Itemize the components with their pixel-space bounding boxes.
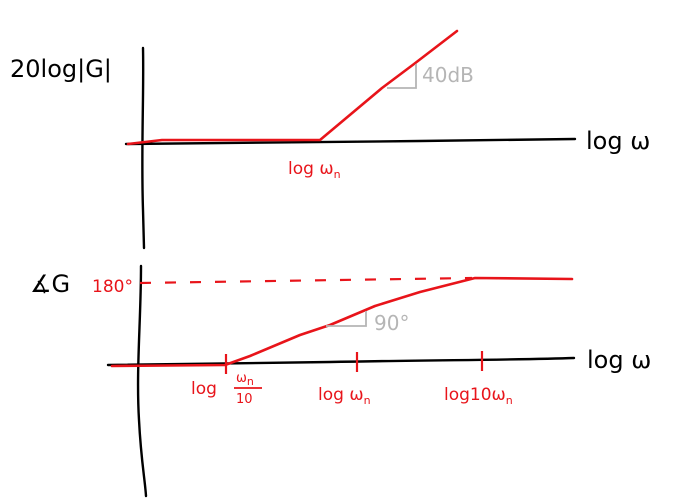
magnitude-slope-label: 40dB: [422, 63, 474, 87]
phase-slope-indicator: [326, 311, 367, 327]
phase-y-label: ∡G: [30, 270, 70, 298]
phase-tick-label-log: log: [191, 379, 217, 399]
phase-x-label: log ω: [587, 346, 651, 374]
phase-y-axis: [136, 264, 148, 498]
magnitude-curve: [126, 29, 459, 146]
magnitude-x-axis: [124, 137, 577, 146]
phase-180-asymptote: [139, 276, 473, 285]
phase-plot: ∡G log ω 180° 90° log ωn 10 log ωn log10…: [30, 264, 651, 498]
phase-tick-label-fraction-numerator: ωn: [236, 371, 254, 388]
magnitude-plot: 20log|G| log ω 40dB log ωn: [10, 29, 650, 250]
magnitude-y-label: 20log|G|: [10, 55, 112, 83]
phase-tick-label-wn: log ωn: [318, 385, 371, 407]
phase-tick-label-fraction-denominator: 10: [236, 392, 253, 407]
magnitude-slope-indicator: [387, 64, 417, 89]
magnitude-x-label: log ω: [586, 127, 650, 155]
magnitude-corner-label: log ωn: [288, 159, 341, 181]
phase-tick-label-10wn: log10ωn: [444, 385, 513, 407]
phase-x-axis: [106, 356, 576, 367]
phase-curve: [110, 276, 574, 368]
magnitude-y-axis: [141, 46, 146, 250]
phase-asymptote-label: 180°: [92, 277, 133, 297]
phase-slope-label: 90°: [374, 311, 409, 335]
phase-tick-label-wn-over-10: log ωn 10: [191, 371, 262, 407]
